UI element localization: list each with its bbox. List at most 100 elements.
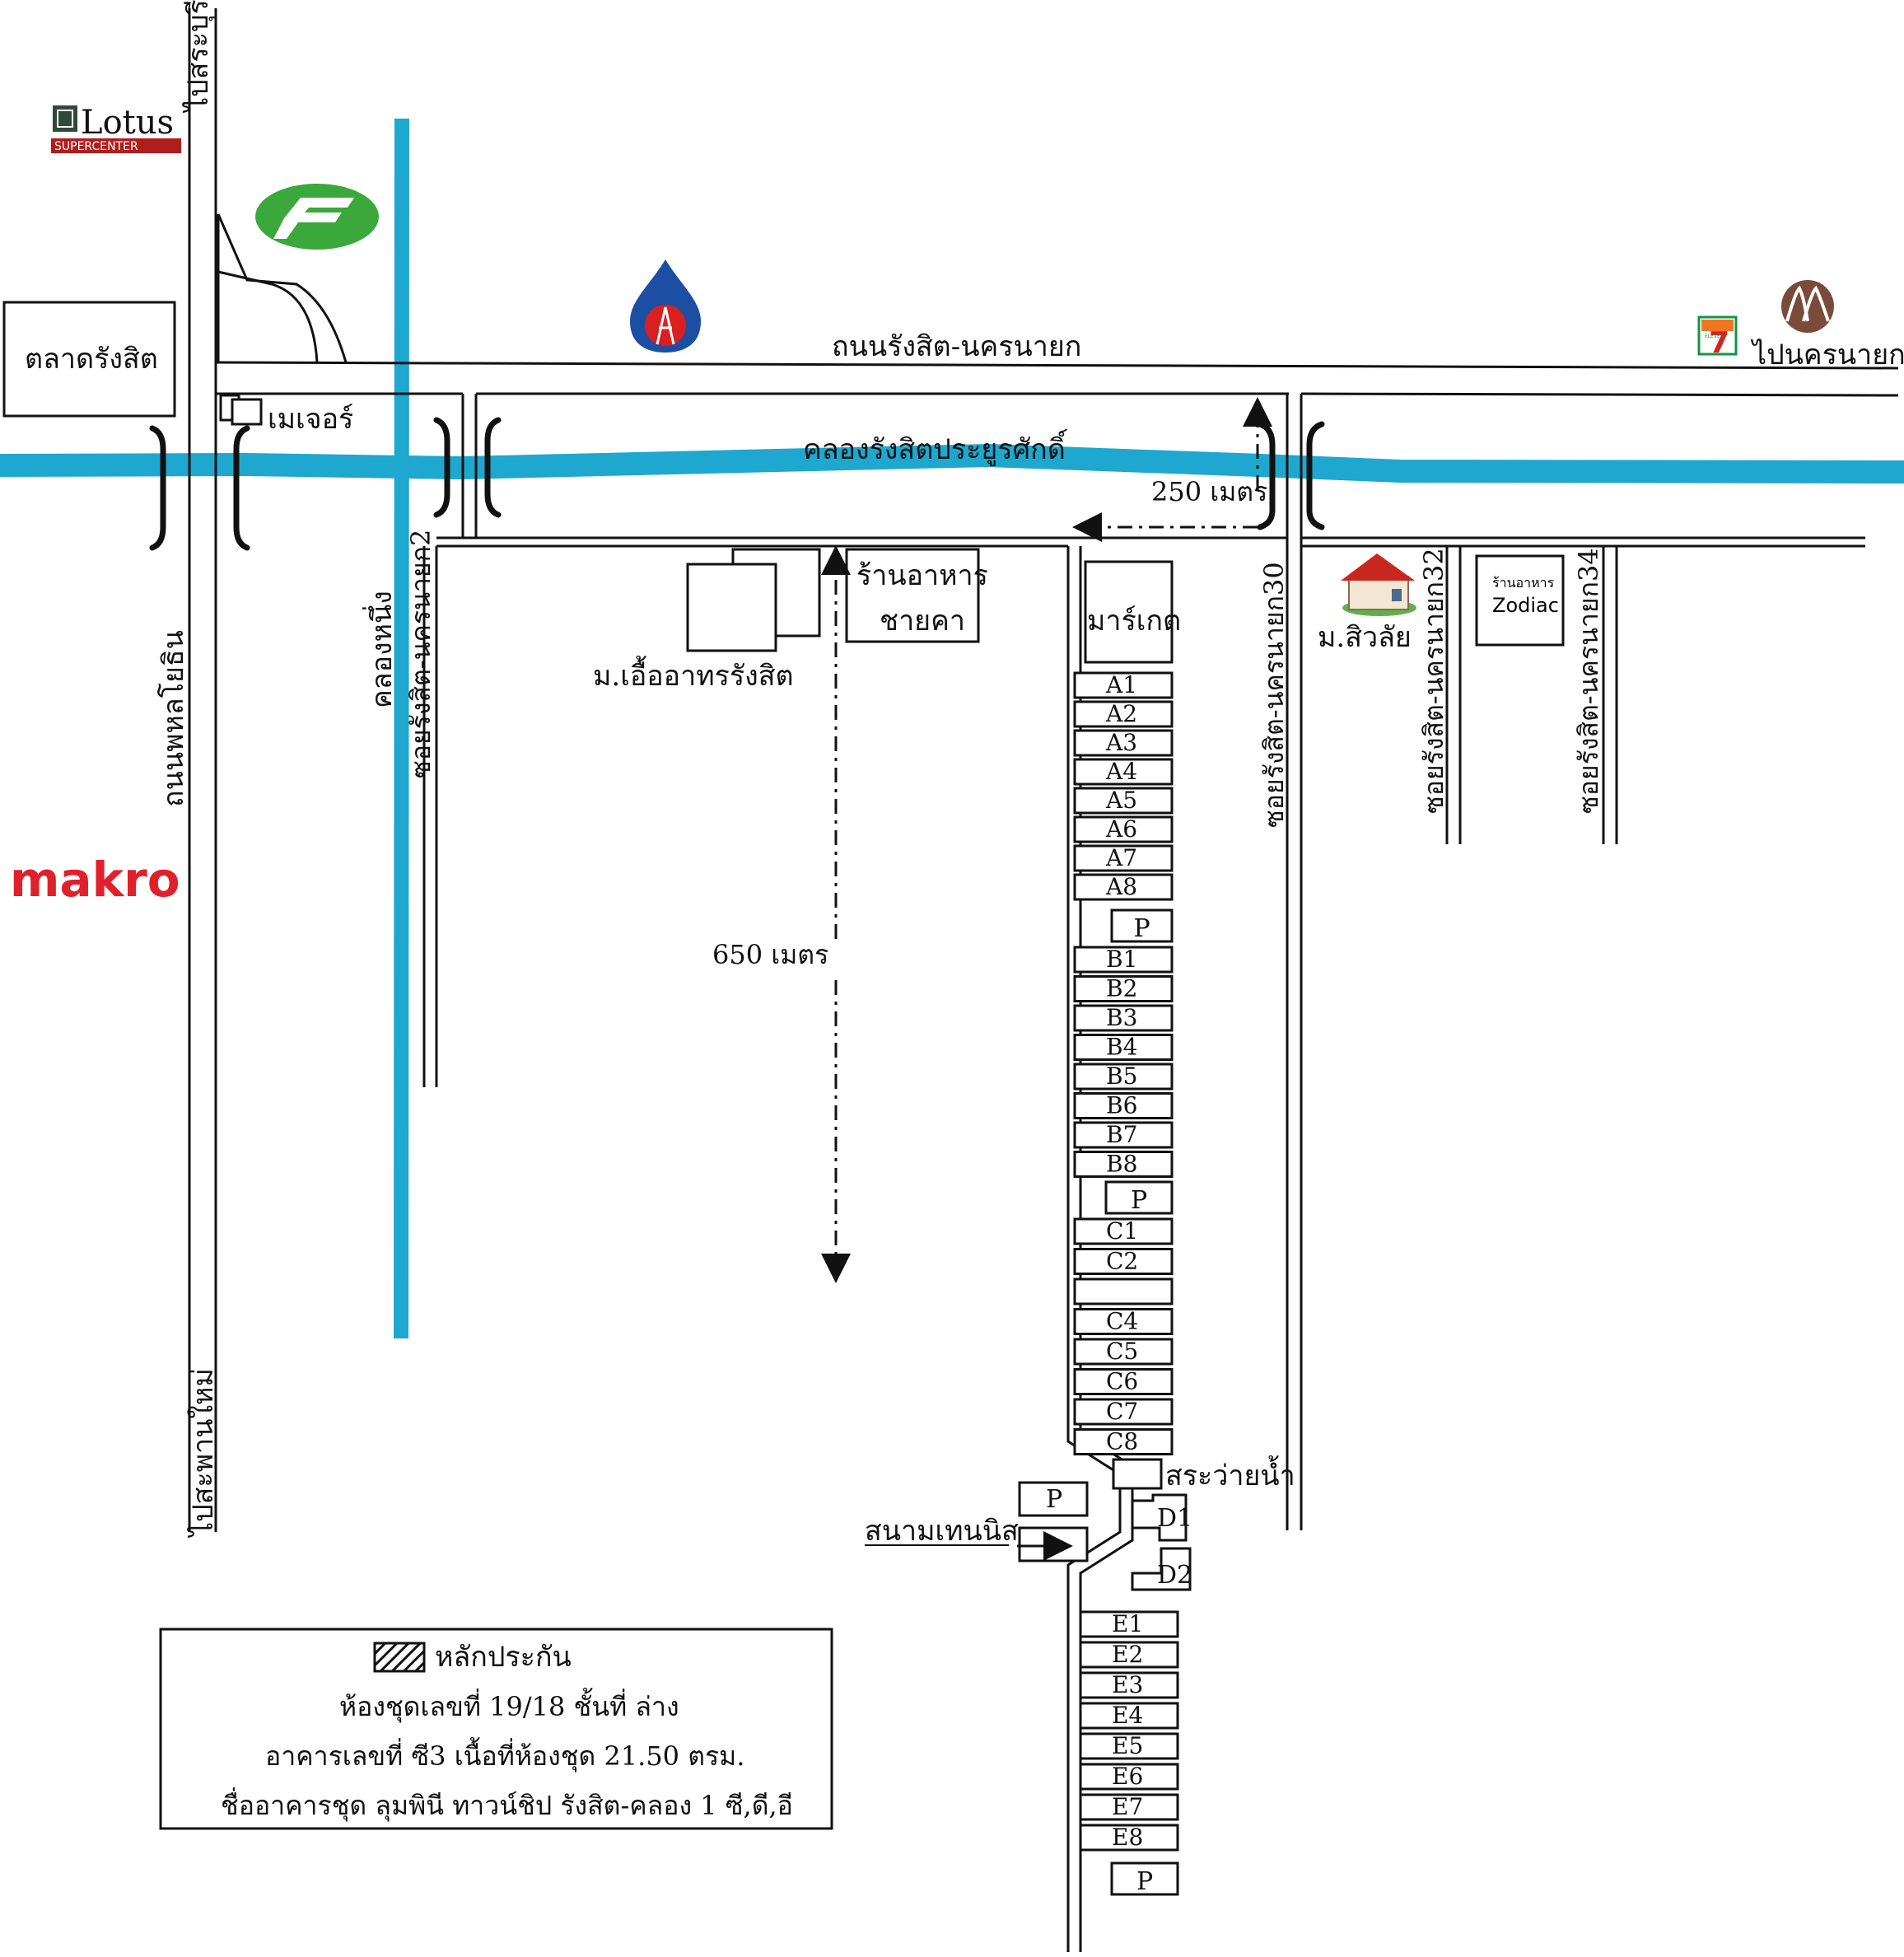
ptt-logo xyxy=(630,259,701,353)
legend-line3: ชื่ออาคารชุด ลุมพินี ทาวน์ชิป รังสิต-คลอ… xyxy=(221,1787,793,1822)
block-A-6 xyxy=(1073,844,1174,872)
block-label-E-2: E3 xyxy=(1112,1671,1143,1698)
block-label-C-1: C2 xyxy=(1106,1248,1138,1275)
block-parking xyxy=(1110,908,1174,943)
block-label-A-2: A3 xyxy=(1105,729,1137,756)
legend-collateral: หลักประกัน xyxy=(435,1641,572,1674)
hatch-pattern xyxy=(373,1642,426,1673)
scb-logo xyxy=(1781,280,1834,333)
rangsit-market-label: ตลาดรังสิต xyxy=(25,343,158,376)
zodiac-label: Zodiac xyxy=(1492,594,1559,617)
block-label-B-1: B2 xyxy=(1106,975,1137,1002)
block-B-1 xyxy=(1073,975,1174,1002)
market-block-box xyxy=(1084,560,1174,664)
block-D1 xyxy=(1131,1493,1188,1542)
soi30-label: ซอยรังสิต-นครนายก30 xyxy=(1258,562,1290,828)
block-label-A-4: A5 xyxy=(1105,787,1137,814)
zodiac-box xyxy=(1475,554,1565,647)
block-label-E-4: E5 xyxy=(1112,1732,1143,1759)
block-E-0 xyxy=(1079,1610,1179,1638)
makro-logo: makro xyxy=(10,852,180,908)
block-label-E-3: E4 xyxy=(1112,1702,1143,1729)
restaurant-chaika-line1: ร้านอาหาร xyxy=(856,559,988,592)
block-C-0 xyxy=(1073,1217,1174,1245)
block-A-4 xyxy=(1073,787,1174,815)
block-E-6 xyxy=(1079,1793,1179,1821)
block-label-E-5: E6 xyxy=(1112,1763,1143,1790)
block-E-2 xyxy=(1079,1671,1179,1699)
block-C-7 xyxy=(1073,1428,1174,1455)
building-blocks: A1A2A3A4A5A6A7A8PB1B2B3B4B5B6B7B8PC1C2C4… xyxy=(1073,671,1179,1896)
major-label: เมเจอร์ xyxy=(268,403,353,436)
tennis-parking-label: P xyxy=(1046,1485,1062,1514)
block-C-4 xyxy=(1073,1338,1174,1366)
phahon-road-label: ถนนพหลโยธิน xyxy=(157,630,190,807)
block-label-B-5: B6 xyxy=(1106,1092,1137,1119)
block-A-5 xyxy=(1073,815,1174,843)
block-label-parking: P xyxy=(1131,1186,1147,1215)
block-label-E-7: E8 xyxy=(1112,1824,1143,1851)
block-label-E-6: E7 xyxy=(1112,1793,1143,1820)
block-label-B-7: B8 xyxy=(1106,1151,1137,1178)
distance-250-label: 250 เมตร xyxy=(1151,476,1267,507)
to-nakhonnayok-label: ไปนครนายก xyxy=(1750,339,1904,371)
block-label-B-0: B1 xyxy=(1106,946,1137,973)
block-label-A-3: A4 xyxy=(1105,758,1137,785)
soi32-label: ซอยรังสิต-นครนายก32 xyxy=(1418,548,1449,814)
seven-eleven-logo: 7 ELEVEN xyxy=(1697,315,1738,360)
block-B-3 xyxy=(1073,1034,1174,1061)
village-ua-label: ม.เอื้ออาทรรังสิต xyxy=(593,656,794,693)
block-label-C-6: C7 xyxy=(1106,1398,1138,1425)
block-C-6 xyxy=(1073,1398,1174,1426)
block-parking xyxy=(1104,1180,1174,1215)
block-label-A-1: A2 xyxy=(1105,700,1137,727)
rangsit-market-box xyxy=(2,301,176,418)
legend-line2: อาคารเลขที่ ซี3 เนื้อที่ห้องชุด 21.50 ตร… xyxy=(265,1737,744,1773)
seven-text: 7 xyxy=(1709,326,1729,360)
canal-main-label: คลองรังสิตประยูรศักดิ์ xyxy=(803,428,1068,466)
market-block-label: มาร์เกต xyxy=(1087,605,1181,638)
block-C-5 xyxy=(1073,1368,1174,1395)
block-label-B-4: B5 xyxy=(1106,1063,1137,1090)
tennis-parking-box xyxy=(1018,1481,1089,1517)
block-label-A-0: A1 xyxy=(1105,671,1137,698)
to-saphanmai-label: ไปสะพานใหม่ xyxy=(187,1368,220,1539)
block-label-C-7: C8 xyxy=(1106,1428,1138,1455)
block-label-E-0: E1 xyxy=(1112,1610,1143,1637)
main-road-label: ถนนรังสิต-นครนายก xyxy=(832,330,1081,363)
village-siwalai-label: ม.สิวลัย xyxy=(1318,621,1412,654)
legend-box: หลักประกัน ห้องชุดเลขที่ 19/18 ชั้นที่ ล… xyxy=(159,1628,833,1830)
lotus-sub-text: SUPERCENTER xyxy=(54,140,138,153)
block-label-C-0: C1 xyxy=(1106,1217,1138,1245)
tennis-box xyxy=(1018,1526,1089,1562)
restaurant-chaika-line2: ชายคา xyxy=(880,605,965,638)
block-label-A-6: A7 xyxy=(1105,844,1137,871)
lotus-logo: Lotus SUPERCENTER xyxy=(51,103,181,153)
block-label-C-5: C6 xyxy=(1106,1368,1138,1395)
to-saraburi-label: ไปสระบุรี xyxy=(182,0,215,114)
block-B-5 xyxy=(1073,1092,1174,1119)
distance-650-label: 650 เมตร xyxy=(712,939,828,970)
restaurant-chaika-box xyxy=(845,548,980,643)
canal-one xyxy=(394,118,409,1339)
block-B-7 xyxy=(1073,1151,1174,1178)
block-E-7 xyxy=(1079,1824,1179,1852)
block-label-A-5: A6 xyxy=(1105,815,1137,843)
block-label-E-1: E2 xyxy=(1112,1641,1143,1668)
canal-main xyxy=(0,443,1904,483)
block-E-4 xyxy=(1079,1732,1179,1760)
house-icon xyxy=(1341,553,1416,616)
legend-line1: ห้องชุดเลขที่ 19/18 ชั้นที่ ล่าง xyxy=(339,1688,679,1723)
block-B-4 xyxy=(1073,1063,1174,1091)
block-C-3 xyxy=(1073,1308,1174,1335)
pool-box xyxy=(1112,1458,1163,1490)
block-label-parking: P xyxy=(1134,914,1150,943)
seven-sub-text: ELEVEN xyxy=(1705,334,1724,339)
block-E-3 xyxy=(1079,1702,1179,1730)
block-D2 xyxy=(1131,1547,1192,1591)
green-f-logo xyxy=(255,184,379,250)
lotus-text: Lotus xyxy=(81,104,174,142)
pool-label: สระว่ายน้ำ xyxy=(1165,1455,1295,1492)
block-D1-label: D1 xyxy=(1157,1504,1192,1533)
